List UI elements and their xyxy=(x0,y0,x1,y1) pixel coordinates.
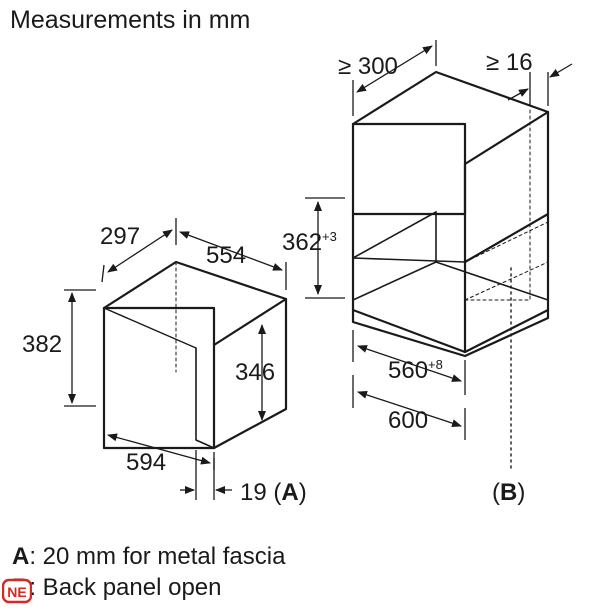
appliance-front xyxy=(102,306,216,450)
page-title: Measurements in mm xyxy=(10,6,251,34)
note-b: B: Back panel open xyxy=(12,574,221,602)
appliance-drawing xyxy=(102,260,288,450)
dim-niche-height: 362+3 xyxy=(282,229,337,256)
brand-logo-icon: NE xyxy=(2,578,32,604)
appliance-side xyxy=(212,297,288,450)
dim-appliance-inner-height: 346 xyxy=(235,359,275,386)
appliance-dimensions xyxy=(64,218,287,500)
note-a-text: : 20 mm for metal fascia xyxy=(29,543,286,570)
dim-niche-width: 560+8 xyxy=(388,357,443,384)
dim-cabinet-width: 600 xyxy=(388,407,428,434)
dim-appliance-height: 382 xyxy=(22,331,62,358)
dim-niche-depth: ≥ 300 xyxy=(338,53,398,80)
cabinet-ref-label: (B) xyxy=(492,479,525,506)
appliance-door-edge xyxy=(195,347,215,449)
appliance-top xyxy=(102,260,288,347)
note-b-text: : Back panel open xyxy=(29,574,222,601)
dim-fascia: 19 (A) xyxy=(240,479,307,506)
cabinet-upper-front xyxy=(351,122,467,216)
dim-appliance-width-top: 554 xyxy=(206,242,246,269)
cabinet-dimensions xyxy=(305,40,573,440)
dim-appliance-depth: 297 xyxy=(100,223,140,250)
dim-appliance-width-front: 594 xyxy=(126,449,166,476)
niche-outline xyxy=(351,212,467,354)
brand-logo-label: NE xyxy=(7,584,26,600)
dim-niche-gap: ≥ 16 xyxy=(486,49,533,76)
cabinet-drawing xyxy=(351,70,550,471)
note-a: A: 20 mm for metal fascia xyxy=(12,543,285,571)
note-a-key: A xyxy=(12,543,30,570)
